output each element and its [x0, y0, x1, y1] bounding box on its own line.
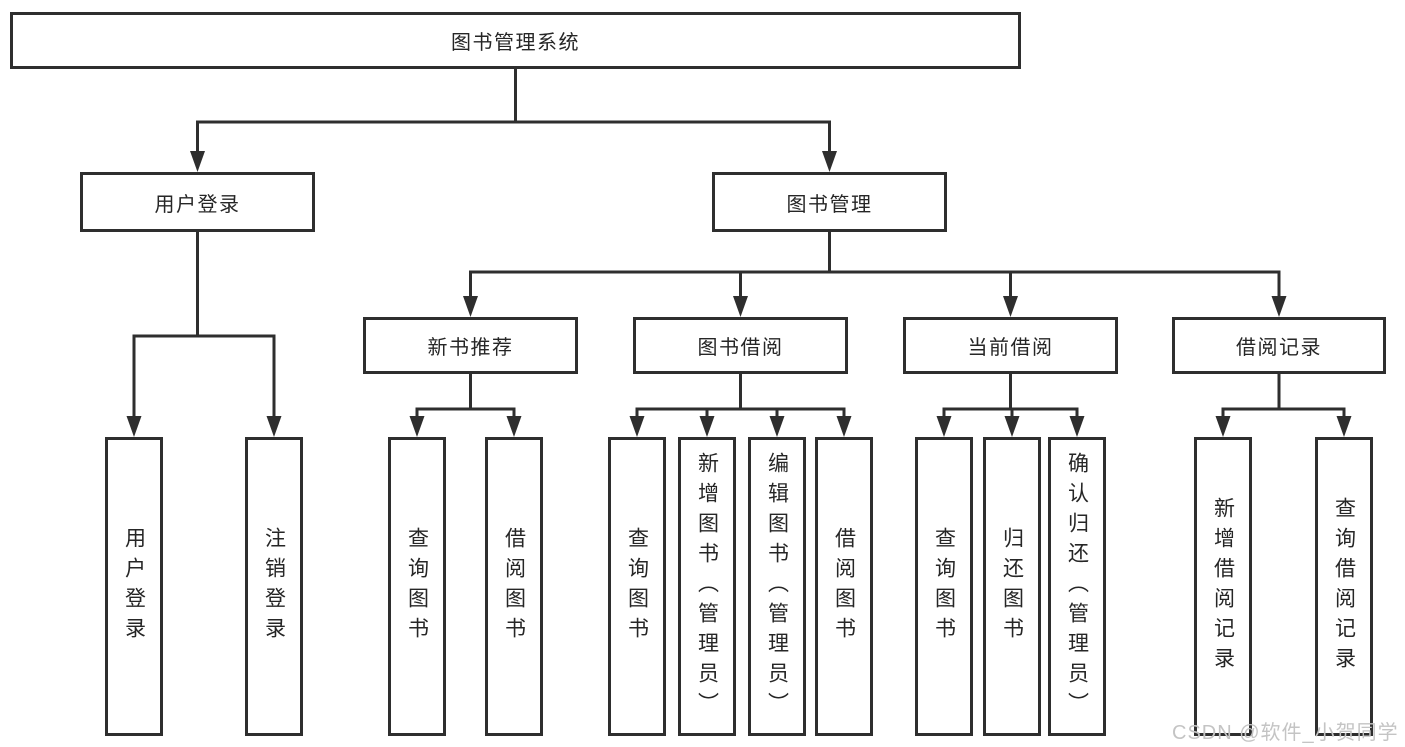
arrowhead-leaf-add-book	[699, 416, 715, 437]
node-user-login-label: 用户登录	[154, 193, 241, 216]
leaf-user-login: 用户登录	[105, 437, 163, 736]
arrowhead-borrow-records	[1271, 296, 1287, 317]
node-book-borrow: 图书借阅	[633, 317, 848, 374]
arrowhead-leaf-borrow-books-1	[506, 416, 522, 437]
node-new-book-recommend-label: 新书推荐	[427, 337, 514, 359]
arrowhead-user-login	[190, 151, 205, 172]
node-book-management-label: 图书管理	[786, 193, 873, 216]
leaf-query-books-3: 查询图书	[915, 437, 973, 736]
node-book-borrow-label: 图书借阅	[697, 337, 784, 359]
arrowhead-leaf-borrow-books-2	[836, 416, 852, 437]
arrowhead-leaf-add-record	[1215, 416, 1231, 437]
arrowhead-leaf-query-record	[1336, 416, 1352, 437]
leaf-logout: 注销登录	[245, 437, 303, 736]
node-borrow-records-label: 借阅记录	[1236, 337, 1322, 359]
leaf-add-borrow-record: 新增借阅记录	[1194, 437, 1252, 736]
leaf-borrow-books-1: 借阅图书	[485, 437, 543, 736]
node-new-book-recommend: 新书推荐	[363, 317, 578, 374]
leaf-edit-book-admin: 编辑图书（管理员）	[748, 437, 806, 736]
leaf-borrow-books-2-label: 借阅图书	[832, 526, 856, 647]
node-user-login: 用户登录	[80, 172, 315, 232]
arrowhead-leaf-query-books-3	[936, 416, 952, 437]
arrowhead-current-borrow	[1003, 296, 1018, 317]
leaf-query-borrow-record-label: 查询借阅记录	[1332, 496, 1356, 677]
leaf-return-book-label: 归还图书	[1000, 526, 1024, 647]
node-root-label: 图书管理系统	[451, 32, 580, 54]
leaf-logout-label: 注销登录	[262, 526, 286, 647]
leaf-query-books-1: 查询图书	[388, 437, 446, 736]
node-borrow-records: 借阅记录	[1172, 317, 1386, 374]
leaf-confirm-return-admin-label: 确认归还（管理员）	[1065, 451, 1089, 722]
leaf-query-books-1-label: 查询图书	[405, 526, 429, 647]
node-current-borrow: 当前借阅	[903, 317, 1118, 374]
arrowhead-book-management	[822, 151, 837, 172]
arrowhead-leaf-return-book	[1004, 416, 1020, 437]
arrowhead-leaf-query-books-1	[409, 416, 425, 437]
leaf-borrow-books-1-label: 借阅图书	[502, 526, 526, 647]
node-current-borrow-label: 当前借阅	[967, 337, 1054, 359]
node-book-management: 图书管理	[712, 172, 947, 232]
leaf-add-book-admin: 新增图书（管理员）	[678, 437, 736, 736]
watermark: CSDN @软件_小贺同学	[1172, 722, 1399, 744]
leaf-edit-book-admin-label: 编辑图书（管理员）	[765, 451, 789, 722]
leaf-query-books-3-label: 查询图书	[932, 526, 956, 647]
leaf-user-login-label: 用户登录	[122, 526, 146, 647]
leaf-query-books-2-label: 查询图书	[625, 526, 649, 647]
leaf-add-borrow-record-label: 新增借阅记录	[1211, 496, 1235, 677]
leaf-add-book-admin-label: 新增图书（管理员）	[695, 451, 719, 722]
arrowhead-book-borrow	[733, 296, 748, 317]
leaf-borrow-books-2: 借阅图书	[815, 437, 873, 736]
arrowhead-leaf-edit-book	[769, 416, 785, 437]
node-root: 图书管理系统	[10, 12, 1021, 69]
arrowhead-new-book-recommend	[463, 296, 478, 317]
leaf-confirm-return-admin: 确认归还（管理员）	[1048, 437, 1106, 736]
leaf-return-book: 归还图书	[983, 437, 1041, 736]
arrowhead-leaf-query-books-2	[629, 416, 645, 437]
arrowhead-leaf-user-login	[126, 416, 142, 437]
arrowhead-leaf-logout	[266, 416, 282, 437]
arrowhead-leaf-confirm-return	[1069, 416, 1085, 437]
leaf-query-books-2: 查询图书	[608, 437, 666, 736]
leaf-query-borrow-record: 查询借阅记录	[1315, 437, 1373, 736]
